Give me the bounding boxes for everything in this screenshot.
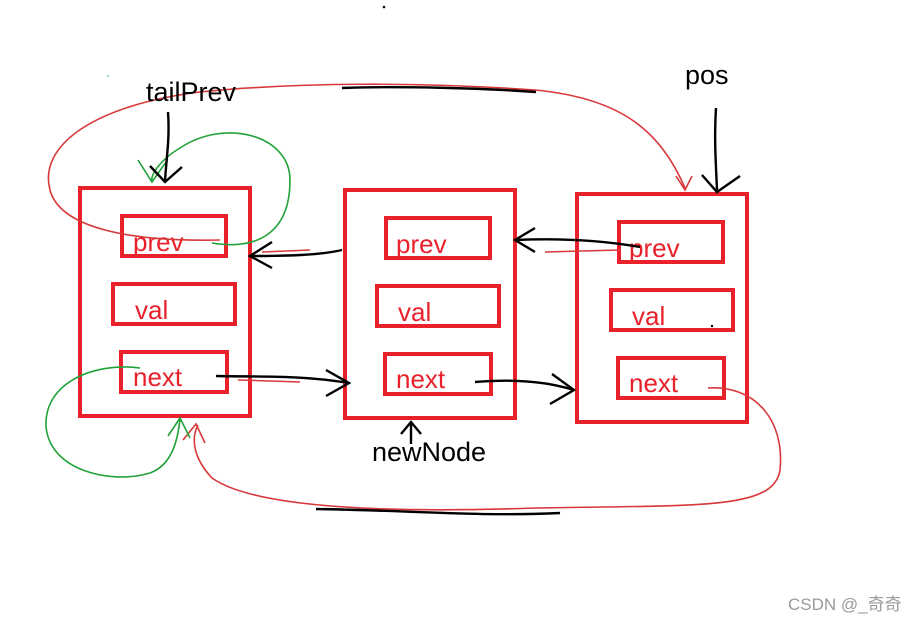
tailprev-label: tailPrev [146, 77, 237, 107]
node-tail-prev: prev val next [78, 186, 252, 418]
arrow-tailprev-to-newnode-head [325, 368, 352, 398]
next-label: next [629, 368, 679, 398]
green-next-loop-arrowhead [167, 416, 191, 439]
prev-field [384, 216, 492, 260]
arrow-pos-to-newnode-head [512, 226, 536, 254]
pos-label: pos [685, 60, 729, 90]
old-next-link-red [193, 387, 782, 511]
node-pos: prev val next [575, 192, 749, 424]
newnode-label: newNode [372, 437, 486, 467]
arrow-pos-to-newnode [514, 238, 641, 249]
prev-label: prev [133, 227, 184, 257]
node-box [343, 188, 517, 420]
node-new-node: prev val next [343, 188, 517, 420]
stray-dot [710, 324, 714, 328]
old-prev-link-arrowhead [675, 175, 693, 192]
val-label: val [632, 301, 665, 331]
tailprev-pointer-arrowhead [149, 165, 183, 184]
val-label: val [398, 297, 431, 327]
stray-dot [107, 75, 109, 77]
green-next-loop [45, 366, 181, 478]
val-label: val [135, 295, 168, 325]
red-stroke [544, 249, 621, 253]
black-stroke-top [341, 86, 537, 94]
node-box [78, 186, 252, 418]
arrow-newnode-to-pos-head [549, 373, 577, 406]
next-label: next [396, 364, 446, 394]
next-label: next [133, 362, 183, 392]
watermark: CSDN @_奇奇 [788, 595, 902, 614]
arrow-newnode-to-pos [474, 379, 575, 392]
val-field [375, 284, 501, 328]
stray-dot [382, 5, 386, 9]
val-field [111, 282, 237, 326]
prev-field [120, 214, 228, 258]
tailprev-pointer-arrow [163, 111, 170, 183]
prev-label: prev [629, 233, 680, 263]
old-next-link-arrowhead [182, 422, 206, 444]
arrow-newnode-to-tailprev-head [247, 240, 273, 270]
red-stroke [237, 379, 301, 383]
pos-pointer-arrow [713, 107, 719, 191]
next-field [616, 356, 726, 400]
arrow-tailprev-to-newnode [215, 374, 350, 385]
newnode-pointer-arrowhead [400, 420, 422, 435]
black-stroke-bottom [315, 507, 561, 516]
val-field [609, 288, 735, 332]
node-box [575, 192, 749, 424]
red-stroke [261, 249, 311, 253]
next-field [383, 352, 493, 396]
green-prev-loop-arrowhead [137, 159, 167, 184]
pos-pointer-arrowhead [701, 174, 741, 194]
prev-field [617, 220, 725, 264]
next-field [119, 350, 229, 394]
green-prev-loop [151, 132, 291, 246]
prev-label: prev [396, 229, 447, 259]
arrow-newnode-to-tailprev [249, 248, 343, 258]
old-prev-link-red [47, 83, 686, 241]
